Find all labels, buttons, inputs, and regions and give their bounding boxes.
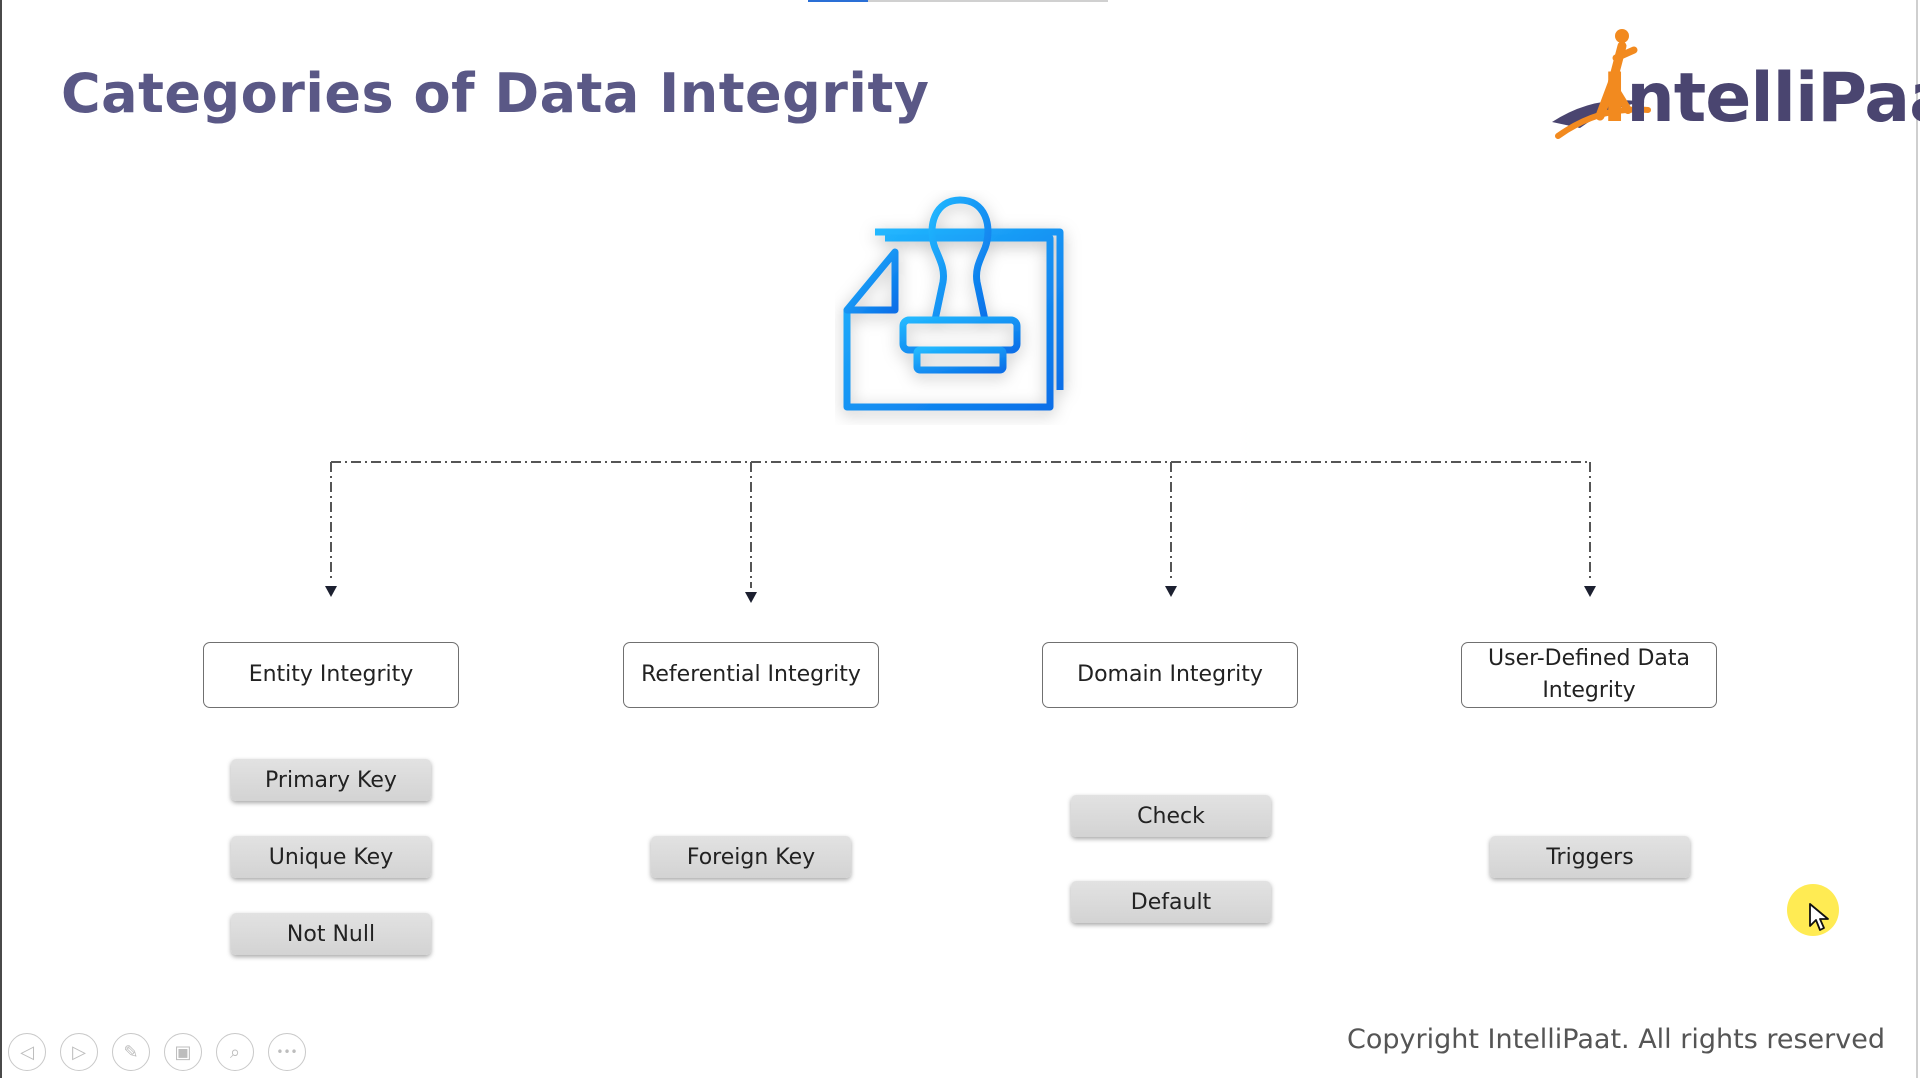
logo-figure-icon (1552, 29, 1651, 139)
category-referential-integrity: Referential Integrity (623, 642, 879, 708)
chip-default: Default (1071, 881, 1271, 923)
mouse-pointer-icon (1809, 903, 1829, 931)
previous-icon[interactable]: ◁ (8, 1033, 46, 1071)
logo-text-rest: ntelliPaat (1626, 59, 1920, 138)
presentation-toolbar: ◁ ▷ ✎ ▣ ⌕ ••• (8, 1033, 306, 1071)
chip-primary-key: Primary Key (231, 759, 431, 801)
slide-progress-tab (808, 0, 1108, 2)
pen-icon[interactable]: ✎ (112, 1033, 150, 1071)
copyright-text: Copyright IntelliPaat. All rights reserv… (1347, 1024, 1885, 1055)
chip-triggers: Triggers (1490, 836, 1690, 878)
chip-foreign-key: Foreign Key (651, 836, 851, 878)
chip-unique-key: Unique Key (231, 836, 431, 878)
slide-progress-active (808, 0, 868, 2)
chip-not-null: Not Null (231, 913, 431, 955)
next-icon[interactable]: ▷ (60, 1033, 98, 1071)
slide-title: Categories of Data Integrity (61, 62, 930, 125)
logo-accent-letter: I (1602, 59, 1627, 138)
slides-icon[interactable]: ▣ (164, 1033, 202, 1071)
document-stamp-icon (843, 196, 1064, 411)
logo-text: IntelliPaat (1602, 59, 1920, 138)
category-user-defined-integrity: User-Defined Data Integrity (1461, 642, 1717, 708)
intellipaat-logo: IntelliPaat (1550, 24, 1920, 149)
chip-check: Check (1071, 795, 1271, 837)
more-icon[interactable]: ••• (268, 1033, 306, 1071)
category-domain-integrity: Domain Integrity (1042, 642, 1298, 708)
zoom-icon[interactable]: ⌕ (216, 1033, 254, 1071)
category-entity-integrity: Entity Integrity (203, 642, 459, 708)
